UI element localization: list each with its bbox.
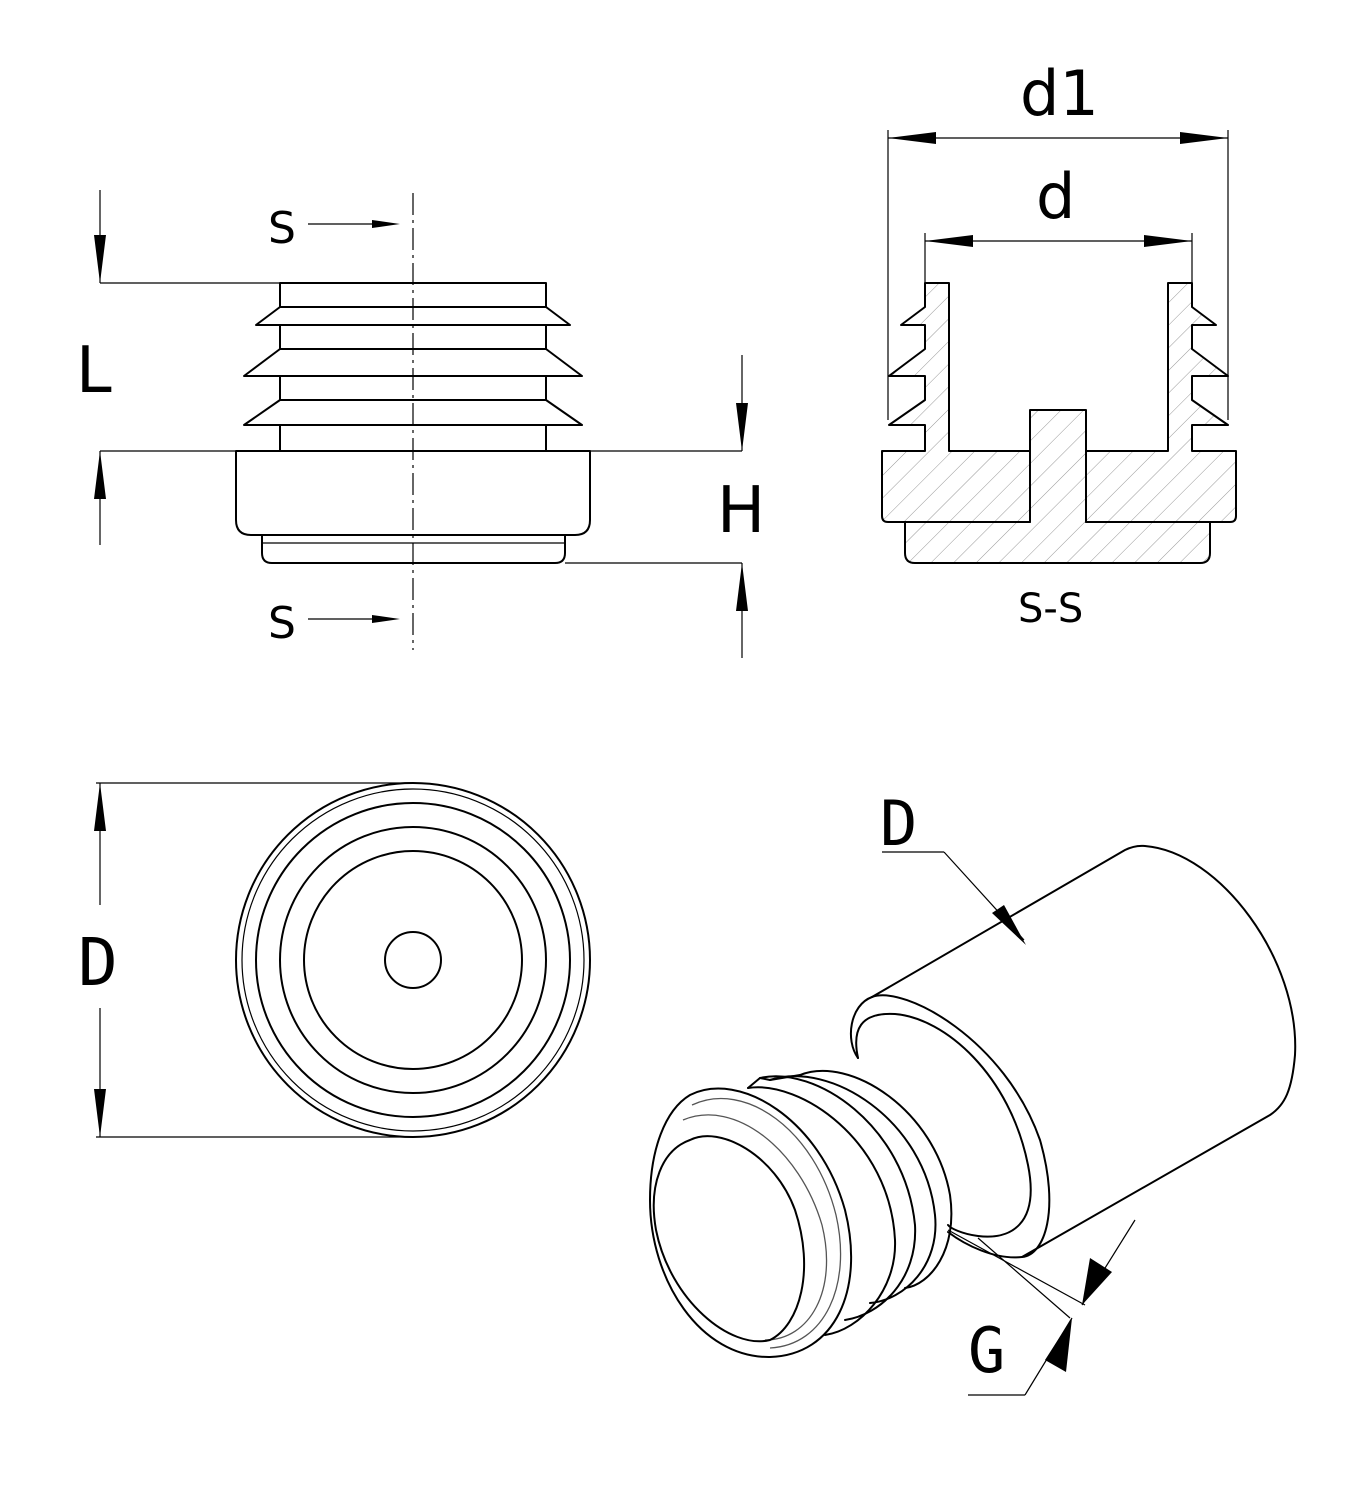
cap-body — [235, 450, 591, 536]
dim-G: G — [947, 1219, 1136, 1396]
center-hole — [384, 931, 442, 989]
dim-H-label: H — [717, 474, 765, 548]
iso-cylinder — [871, 844, 1297, 1258]
dim-H: H — [565, 355, 765, 658]
iso-view: D G — [649, 787, 1297, 1396]
section-view: d1 d S-S — [881, 57, 1237, 632]
dim-D-bottom-label: D — [78, 924, 118, 1001]
dim-D-iso: D — [880, 787, 1026, 945]
dim-L-label: L — [76, 334, 112, 408]
bottom-view: D — [78, 782, 591, 1138]
dim-G-label: G — [968, 1314, 1005, 1387]
dim-D-iso-label: D — [880, 787, 917, 860]
section-body — [881, 282, 1237, 564]
dim-L: L — [76, 190, 280, 545]
section-mark-top: S — [268, 203, 296, 254]
dim-d: d — [924, 160, 1193, 283]
dim-d1: d1 — [887, 57, 1229, 420]
section-caption: S-S — [1018, 586, 1083, 632]
dim-D-bottom: D — [78, 782, 413, 1138]
dim-d-label: d — [1036, 160, 1075, 233]
side-view: S S L H — [76, 190, 765, 658]
section-mark-bottom: S — [268, 598, 296, 649]
cap-foot — [261, 534, 566, 564]
dim-d1-label: d1 — [1020, 57, 1099, 130]
